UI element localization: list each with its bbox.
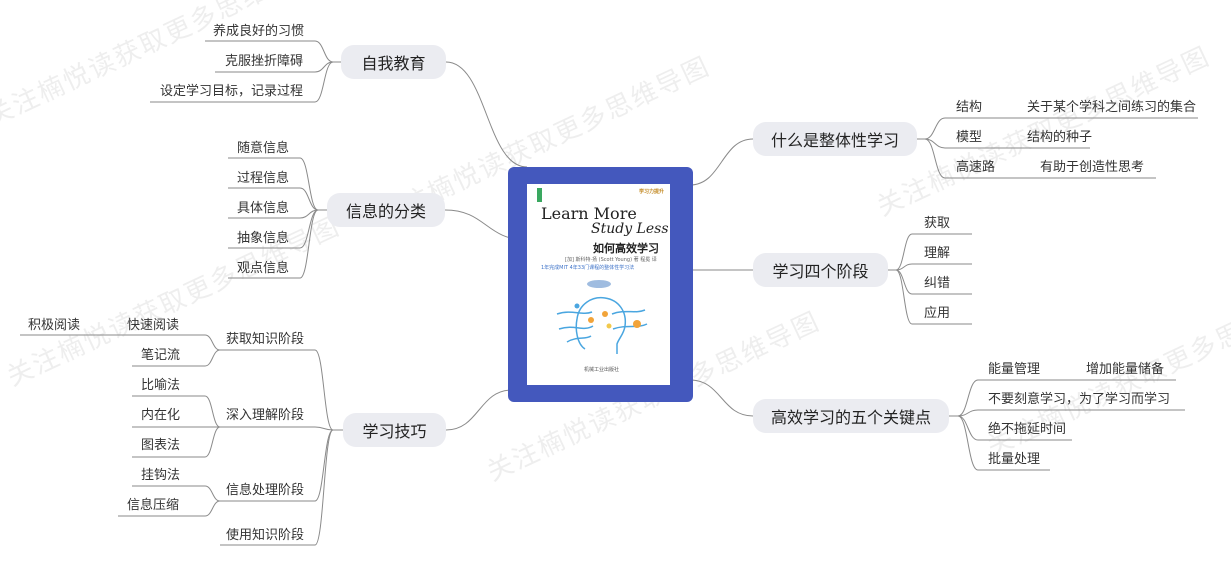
topic-self-education[interactable]: 自我教育 <box>341 45 446 79</box>
book-logo <box>537 188 542 202</box>
topic-four-stages[interactable]: 学习四个阶段 <box>753 253 888 287</box>
edge-center-techniques <box>445 389 513 431</box>
leaf-opinion-info[interactable]: 观点信息 <box>237 261 290 276</box>
leaf-model[interactable]: 模型 <box>956 130 983 145</box>
leaf-hook[interactable]: 挂钩法 <box>141 468 181 483</box>
leaf-no-procrastinate[interactable]: 绝不拖延时间 <box>988 422 1067 437</box>
topic-five-keys[interactable]: 高效学习的五个关键点 <box>753 399 949 433</box>
connector <box>895 269 913 295</box>
leaf-diagram[interactable]: 图表法 <box>141 438 181 453</box>
leaf-correct[interactable]: 纠错 <box>924 276 951 291</box>
connector <box>957 379 979 417</box>
connector <box>895 263 913 271</box>
leaf-energy-desc[interactable]: 增加能量储备 <box>1086 362 1165 377</box>
leaf-internalize[interactable]: 内在化 <box>141 408 181 423</box>
leaf-structure-desc[interactable]: 关于某个学科之间练习的集合 <box>1027 100 1197 115</box>
book-subtitle: 1年完成MIT 4年33门课程的整体性学习法 <box>541 265 635 271</box>
leaf-active-reading[interactable]: 积极阅读 <box>28 318 81 333</box>
connector <box>299 187 319 211</box>
connector <box>957 415 979 471</box>
leaf-deep-stage[interactable]: 深入理解阶段 <box>226 408 305 423</box>
book-title-en-1: Learn More <box>541 204 637 223</box>
topic-info-classification[interactable]: 信息的分类 <box>327 193 445 227</box>
connector <box>314 40 334 63</box>
book-brand: 学习力提升 <box>638 189 664 195</box>
leaf-good-habits[interactable]: 养成良好的习惯 <box>213 24 305 39</box>
leaf-fast-reading[interactable]: 快速阅读 <box>127 318 180 333</box>
leaf-abstract-info[interactable]: 抽象信息 <box>237 231 290 246</box>
leaf-random-info[interactable]: 随意信息 <box>237 141 290 156</box>
leaf-process-stage[interactable]: 信息处理阶段 <box>226 483 305 498</box>
leaf-set-goals[interactable]: 设定学习目标，记录过程 <box>160 84 304 99</box>
leaf-concrete-info[interactable]: 具体信息 <box>237 201 290 216</box>
leaf-apply[interactable]: 应用 <box>924 306 951 321</box>
book-author: [加] 斯科特·扬 (Scott Young) 著 程冕 译 <box>565 257 657 263</box>
connector <box>314 61 334 103</box>
topic-holistic-learning[interactable]: 什么是整体性学习 <box>753 122 917 156</box>
leaf-highway[interactable]: 高速路 <box>956 160 996 175</box>
book-title-cn: 如何高效学习 <box>593 242 659 255</box>
connector <box>924 138 946 179</box>
leaf-acquire-stage[interactable]: 获取知识阶段 <box>226 332 305 347</box>
connector <box>299 209 319 279</box>
edge-acquire <box>314 349 334 431</box>
leaf-overcome-setbacks[interactable]: 克服挫折障碍 <box>225 54 304 69</box>
book-publisher: 机械工业出版社 <box>584 367 620 373</box>
connector <box>957 409 979 417</box>
connector <box>204 485 221 502</box>
leaf-structure[interactable]: 结构 <box>956 100 983 115</box>
leaf-highway-desc[interactable]: 有助于创造性思考 <box>1040 160 1145 175</box>
book-cover: 学习力提升 Learn More Study Less 如何高效学习 [加] 斯… <box>527 184 670 385</box>
topic-learning-techniques[interactable]: 学习技巧 <box>343 413 446 447</box>
book-title-en-2: Study Less <box>591 221 669 237</box>
connector <box>204 349 221 367</box>
edge-deep <box>314 426 334 431</box>
edge-center-five-keys <box>689 379 754 417</box>
edge-center-holistic <box>689 138 754 186</box>
leaf-compress[interactable]: 信息压缩 <box>127 498 180 513</box>
connector <box>895 269 913 325</box>
leaf-understand[interactable]: 理解 <box>924 246 951 261</box>
leaf-batch[interactable]: 批量处理 <box>988 452 1041 467</box>
leaf-process-info[interactable]: 过程信息 <box>237 171 290 186</box>
connector <box>204 334 221 351</box>
leaf-no-forced-study[interactable]: 不要刻意学习，为了学习而学习 <box>988 392 1171 407</box>
leaf-acquire[interactable]: 获取 <box>924 216 951 231</box>
book-illustration <box>556 280 648 354</box>
connector <box>204 426 221 458</box>
edge-use <box>314 429 334 546</box>
connector <box>204 500 221 517</box>
leaf-metaphor[interactable]: 比喻法 <box>141 378 181 393</box>
edge-center-self-education <box>445 61 528 168</box>
connector <box>895 233 913 271</box>
connector <box>204 395 221 428</box>
edge-process <box>314 429 334 502</box>
connector <box>924 117 946 140</box>
connector <box>299 157 319 211</box>
connector <box>957 415 979 441</box>
leaf-use-stage[interactable]: 使用知识阶段 <box>226 528 305 543</box>
leaf-model-desc[interactable]: 结构的种子 <box>1027 130 1093 145</box>
leaf-note-flow[interactable]: 笔记流 <box>141 348 181 363</box>
leaf-energy-mgmt[interactable]: 能量管理 <box>988 362 1041 377</box>
